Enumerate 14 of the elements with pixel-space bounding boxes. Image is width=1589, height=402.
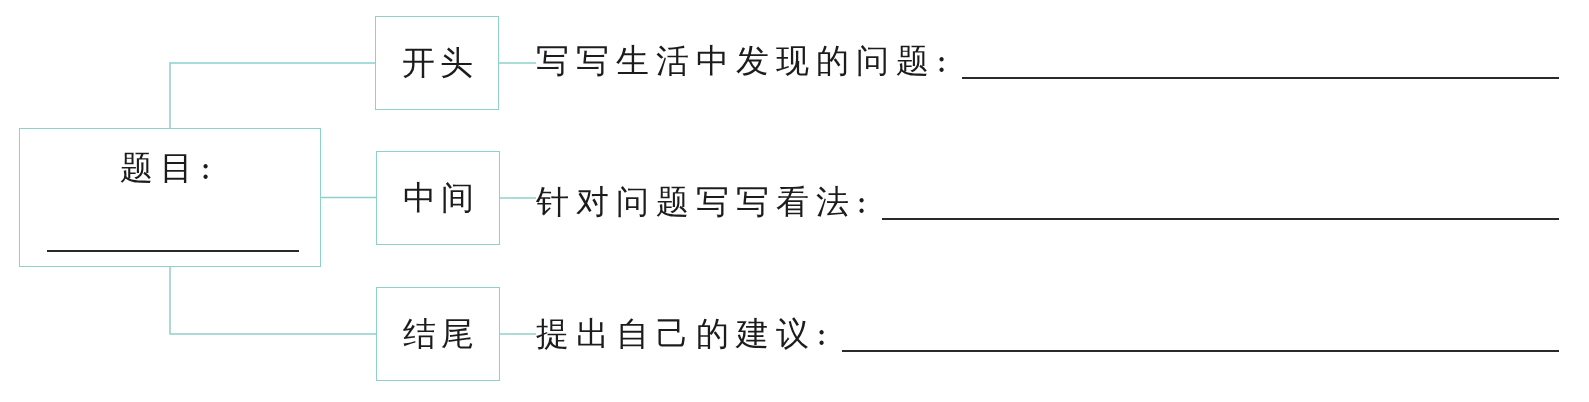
heading-text: 题目: (120, 148, 219, 188)
connector-line (499, 333, 537, 335)
connector-line (498, 62, 537, 64)
connector-line (320, 196, 377, 199)
connector-line (169, 266, 377, 335)
section-box: 中间 (376, 151, 500, 245)
prompt-text: 针对问题写写看法: (536, 182, 875, 222)
prompt-text: 提出自己的建议: (536, 314, 835, 354)
section-box: 结尾 (376, 287, 500, 381)
connector-line (499, 197, 537, 199)
connector-line (169, 62, 376, 129)
prompt-text: 写写生活中发现的问题: (536, 41, 955, 81)
section-box: 开头 (375, 16, 499, 110)
title-box (19, 128, 321, 267)
